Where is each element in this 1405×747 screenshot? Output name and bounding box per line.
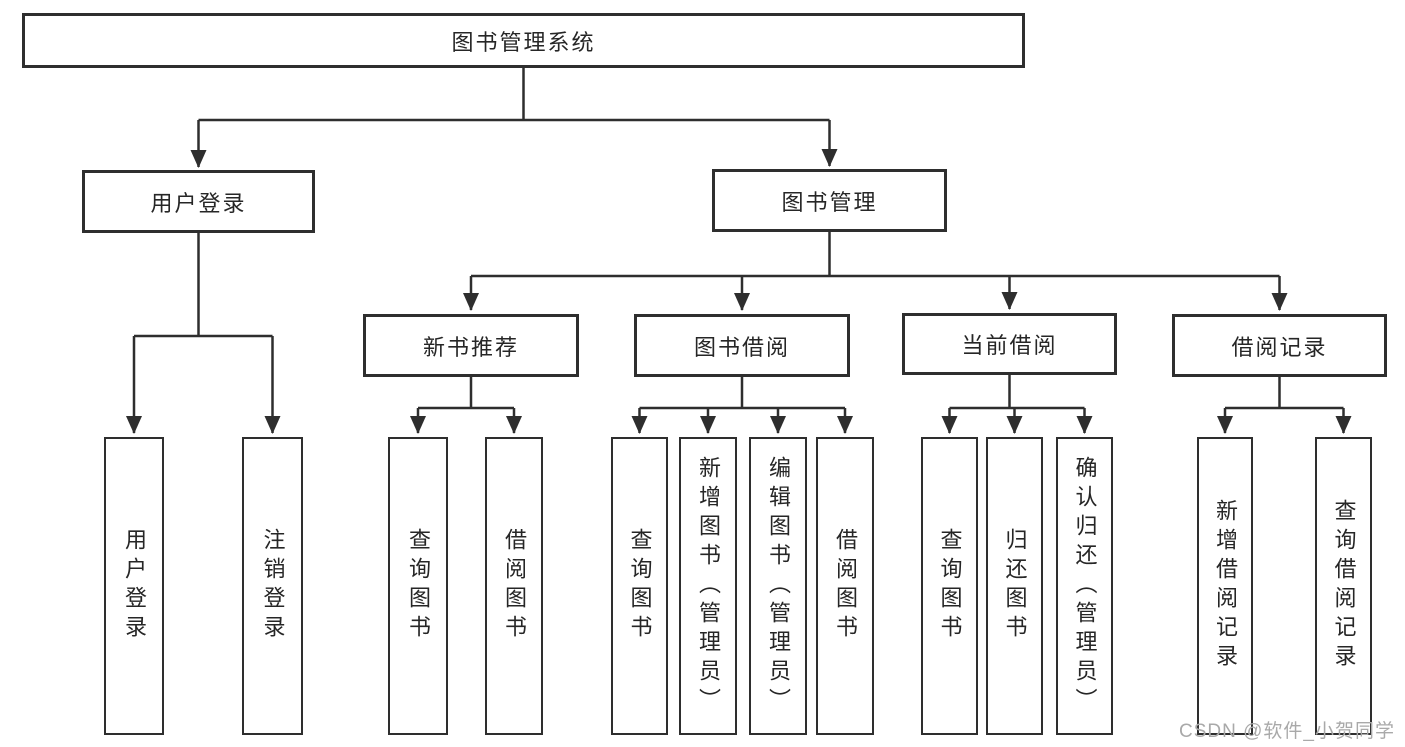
leaf-label: 查询图书 <box>406 528 431 644</box>
node-label: 图书借阅 <box>693 334 790 360</box>
leaf-label: 编辑图书（管理员） <box>766 455 791 717</box>
leaf-edit-book-admin: 编辑图书（管理员） <box>749 437 807 735</box>
leaf-label: 借阅图书 <box>502 528 527 644</box>
node-user-login: 用户登录 <box>82 170 315 233</box>
node-label: 当前借阅 <box>961 333 1058 358</box>
node-current-borrow: 当前借阅 <box>902 313 1117 375</box>
leaf-add-book-admin: 新增图书（管理员） <box>679 437 737 735</box>
node-library-system: 图书管理系统 <box>22 13 1025 68</box>
leaf-user-login: 用户登录 <box>104 437 164 735</box>
node-borrow-records: 借阅记录 <box>1172 314 1387 377</box>
leaf-label: 归还图书 <box>1002 528 1028 644</box>
node-book-management: 图书管理 <box>712 169 947 232</box>
node-label: 新书推荐 <box>422 334 519 360</box>
leaf-query-books-current: 查询图书 <box>921 437 978 735</box>
leaf-label: 新增图书（管理员） <box>696 455 721 717</box>
leaf-return-book: 归还图书 <box>986 437 1043 735</box>
leaf-query-books-recommend: 查询图书 <box>388 437 448 735</box>
node-label: 用户登录 <box>150 190 247 216</box>
leaf-confirm-return-admin: 确认归还（管理员） <box>1056 437 1113 735</box>
leaf-label: 用户登录 <box>122 528 147 644</box>
node-label: 图书管理 <box>781 189 878 215</box>
leaf-add-borrow-record: 新增借阅记录 <box>1197 437 1253 735</box>
node-label: 图书管理系统 <box>451 29 596 55</box>
leaf-label: 注销登录 <box>260 528 286 644</box>
leaf-label: 查询借阅记录 <box>1331 499 1357 673</box>
leaf-query-borrow-record: 查询借阅记录 <box>1315 437 1372 735</box>
leaf-label: 查询图书 <box>627 528 653 644</box>
edge-arrows <box>126 120 1352 434</box>
node-book-borrow: 图书借阅 <box>634 314 850 377</box>
node-label: 借阅记录 <box>1231 334 1328 360</box>
leaf-label: 借阅图书 <box>833 528 858 644</box>
leaf-logout: 注销登录 <box>242 437 303 735</box>
leaf-label: 新增借阅记录 <box>1213 499 1238 673</box>
leaf-label: 查询图书 <box>937 528 963 644</box>
leaf-label: 确认归还（管理员） <box>1072 455 1098 717</box>
csdn-watermark: CSDN @软件_小贺同学 <box>1179 721 1395 742</box>
leaf-borrow-books-recommend: 借阅图书 <box>485 437 543 735</box>
leaf-query-books-borrow: 查询图书 <box>611 437 668 735</box>
node-new-book-recommend: 新书推荐 <box>363 314 579 377</box>
leaf-borrow-books-borrow: 借阅图书 <box>816 437 874 735</box>
